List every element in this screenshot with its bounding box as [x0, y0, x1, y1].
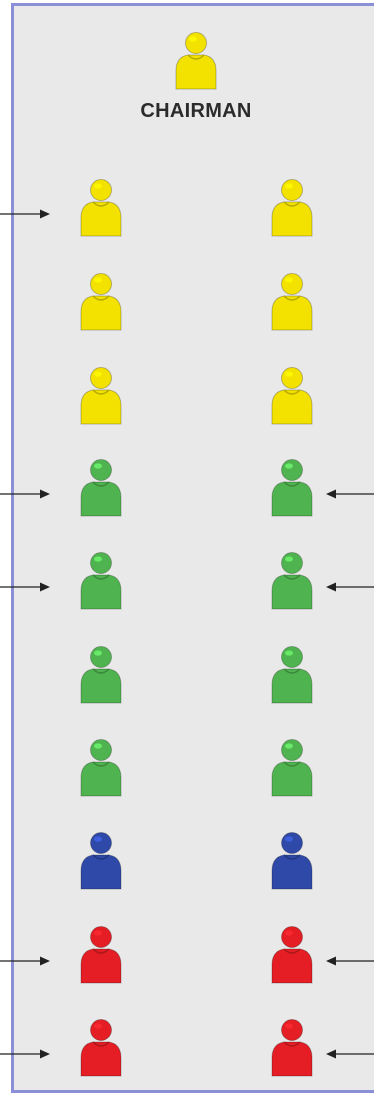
seat-left-6-body [80, 668, 122, 704]
chairman-figure-head [185, 32, 207, 54]
seat-left-5-body [80, 574, 122, 610]
seat-right-6-head [281, 646, 303, 668]
seat-right-8-head [281, 832, 303, 854]
seat-right-7-head [281, 739, 303, 761]
chairman-figure [175, 32, 217, 90]
seat-left-4-body [80, 481, 122, 517]
seat-left-1-body [80, 201, 122, 237]
arrow-right-4 [326, 489, 374, 499]
arrow-left-9 [0, 956, 50, 966]
seat-left-9 [80, 926, 122, 984]
seat-right-7 [271, 739, 313, 797]
seat-right-9 [271, 926, 313, 984]
seat-left-5-head [90, 552, 112, 574]
arrow-right-10 [326, 1049, 374, 1059]
seat-right-3-head [281, 367, 303, 389]
seat-left-9-head [90, 926, 112, 948]
arrow-left-5 [0, 582, 50, 592]
seat-left-3-body [80, 389, 122, 425]
arrow-left-1 [0, 209, 50, 219]
seat-left-5 [80, 552, 122, 610]
seat-right-2-head [281, 273, 303, 295]
seat-right-1 [271, 179, 313, 237]
seat-right-3 [271, 367, 313, 425]
seat-left-7 [80, 739, 122, 797]
arrow-right-9 [326, 956, 374, 966]
arrow-right-5 [326, 582, 374, 592]
seat-right-6 [271, 646, 313, 704]
seat-right-10-body [271, 1041, 313, 1077]
arrow-left-10 [0, 1049, 50, 1059]
seat-left-9-body [80, 948, 122, 984]
chairman-label: CHAIRMAN [140, 100, 252, 122]
seat-left-3 [80, 367, 122, 425]
seat-right-1-head [281, 179, 303, 201]
seat-left-1-head [90, 179, 112, 201]
seat-right-9-head [281, 926, 303, 948]
seat-left-8 [80, 832, 122, 890]
seat-right-2-body [271, 295, 313, 331]
seat-right-9-body [271, 948, 313, 984]
seating-panel [11, 3, 374, 1093]
seat-left-10-body [80, 1041, 122, 1077]
seat-left-4-head [90, 459, 112, 481]
seat-left-8-head [90, 832, 112, 854]
seat-left-4 [80, 459, 122, 517]
seat-right-10 [271, 1019, 313, 1077]
seat-right-2 [271, 273, 313, 331]
arrow-left-4 [0, 489, 50, 499]
seat-right-6-body [271, 668, 313, 704]
seat-right-4 [271, 459, 313, 517]
seat-left-2 [80, 273, 122, 331]
seat-left-8-body [80, 854, 122, 890]
seat-left-2-head [90, 273, 112, 295]
seat-left-7-body [80, 761, 122, 797]
seat-right-5-body [271, 574, 313, 610]
seat-left-6 [80, 646, 122, 704]
seat-right-3-body [271, 389, 313, 425]
seat-left-2-body [80, 295, 122, 331]
seat-left-3-head [90, 367, 112, 389]
seat-right-8-body [271, 854, 313, 890]
seat-right-7-body [271, 761, 313, 797]
seat-left-10-head [90, 1019, 112, 1041]
seat-right-8 [271, 832, 313, 890]
seat-left-6-head [90, 646, 112, 668]
seat-right-4-body [271, 481, 313, 517]
seat-right-5 [271, 552, 313, 610]
seat-left-7-head [90, 739, 112, 761]
seat-right-5-head [281, 552, 303, 574]
seat-right-1-body [271, 201, 313, 237]
chairman-figure-body [175, 54, 217, 90]
seat-left-1 [80, 179, 122, 237]
seat-right-4-head [281, 459, 303, 481]
seat-right-10-head [281, 1019, 303, 1041]
seat-left-10 [80, 1019, 122, 1077]
